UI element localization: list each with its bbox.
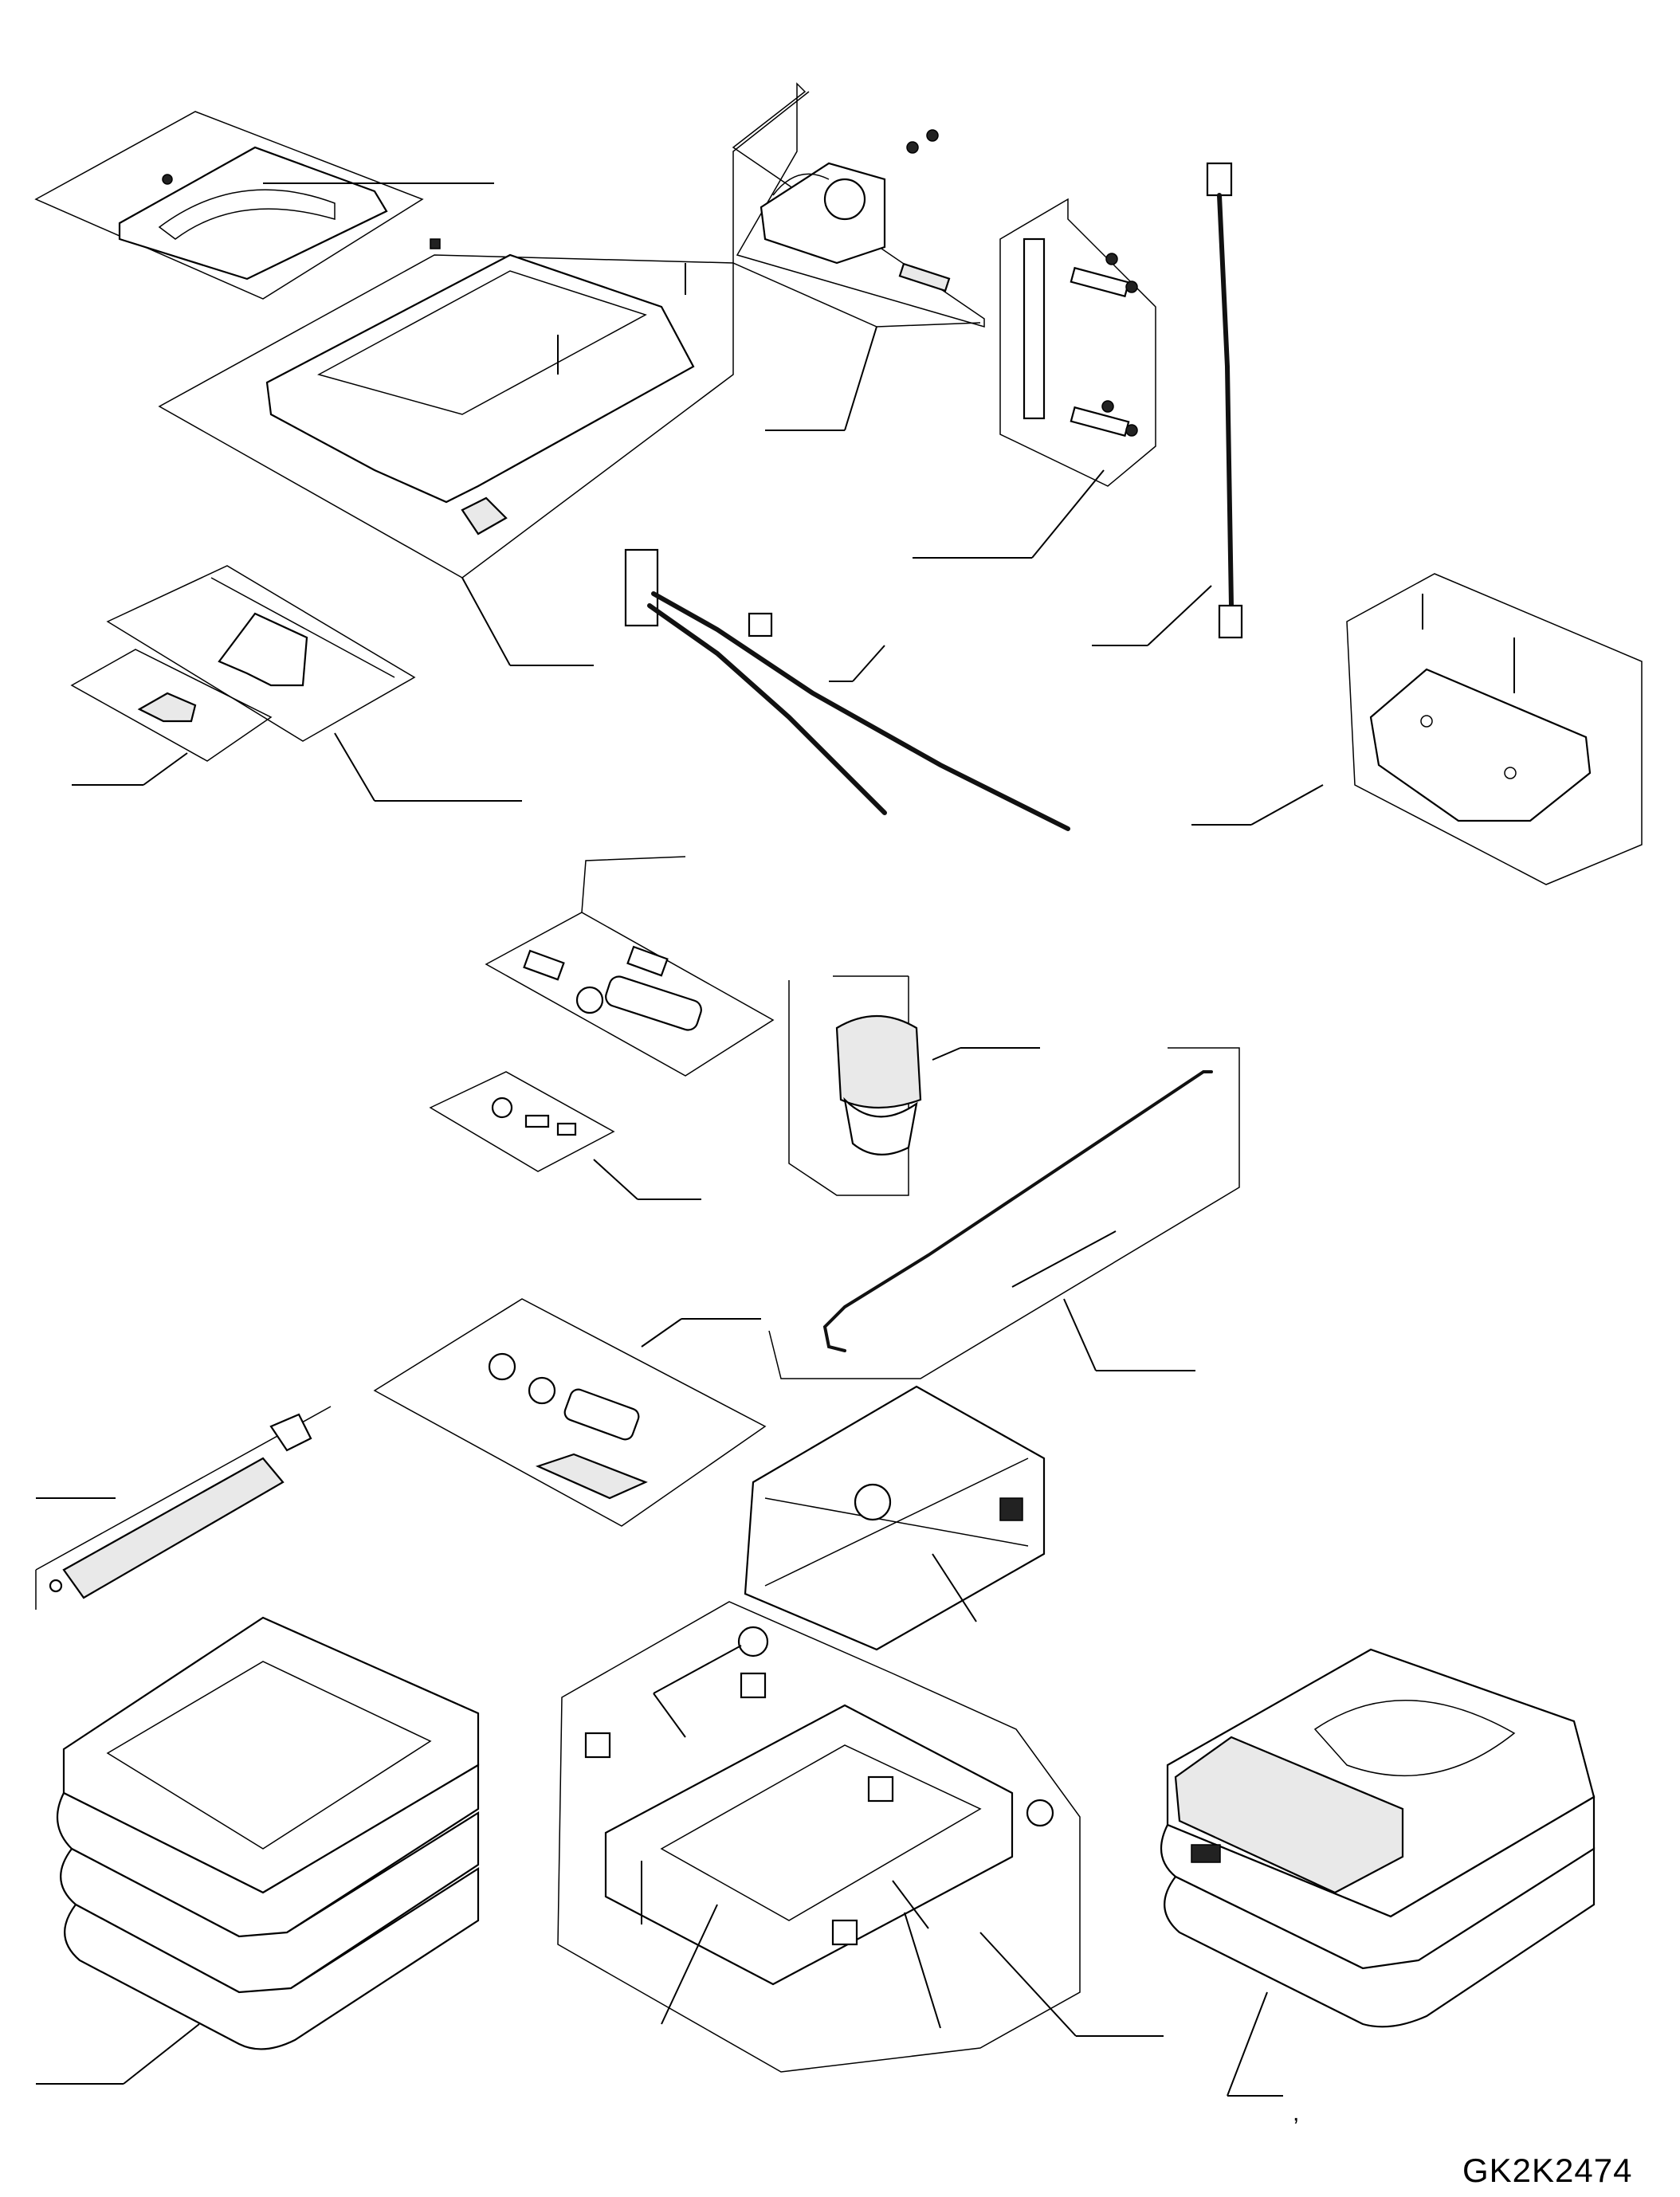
strap [1023,237,1046,420]
bellows-group [36,1616,480,2085]
group-outline [485,912,775,1077]
base-plate [604,1704,1014,1986]
small-fittings-group [429,1071,701,1200]
tick-mark: , [1293,2100,1300,2126]
group-outline [70,649,273,762]
seat-top-plate [118,146,388,281]
drawing-code: GK2K2474 [1462,2152,1633,2189]
assembled-fold-2 [1164,1846,1596,2028]
harness-connector [748,612,773,638]
scissor-frame [744,1385,1046,1651]
connector-top [1206,162,1233,197]
strap-bracket-group [913,198,1156,559]
block [867,1775,894,1803]
cable [1217,193,1234,608]
nut-icon [1125,424,1138,437]
clamp-ring [528,1376,556,1405]
group-outline [1346,573,1643,885]
block [740,1672,767,1699]
harness-branch [647,603,887,815]
base-plate-group [557,1601,1164,2073]
spring [524,1114,550,1128]
nut-icon [926,129,939,142]
seat-frame [265,253,695,504]
motor-clamp-kit-group [373,1298,767,1527]
assembled-cushion [1174,1736,1404,1894]
lever-mechanism [218,612,308,687]
control-unit-group [732,82,985,431]
pin [556,1122,577,1136]
motor-bracket [535,1453,648,1500]
nut-icon [1125,281,1138,293]
air-spring-bellows [835,1015,922,1109]
bellows-fold-3 [64,1866,480,2050]
scissor-suspension-group [744,1385,1046,1651]
damper-kit-group [485,856,775,1077]
harness-main [651,591,1070,831]
single-cable-group [1092,162,1243,646]
bushing [523,949,565,981]
bracket-upper [1070,266,1130,298]
cushion-pad-group [1191,573,1643,885]
lever-icon [1191,1844,1221,1863]
group-outline [373,1298,767,1527]
seat-frame-group [158,238,734,666]
connector-bottom [1218,604,1243,639]
nut-icon [1101,400,1114,413]
block [831,1919,858,1946]
motor [563,1388,640,1441]
control-unit [760,162,886,265]
air-spring-group [788,975,1040,1196]
bracket-lower [1070,406,1130,437]
slide-rail [62,1457,285,1599]
assembled-suspension-group [1160,1648,1596,2097]
fitting [491,1097,513,1119]
screw-icon [430,238,441,249]
seat-top-plate-group [34,111,494,300]
screw-icon [162,174,173,185]
handle-cap [137,692,197,723]
bushing [626,945,669,977]
bowden-cable [822,1070,1213,1352]
lever-handle-group [70,565,522,802]
cushion-pad [1369,668,1592,822]
harness-plug [624,548,659,627]
bracket [898,262,951,292]
group-outline [158,254,734,579]
block [584,1732,611,1759]
group-outline [429,1071,615,1172]
bushing [1026,1799,1054,1827]
wiring-harness-group [624,548,1070,831]
nut-icon [1105,253,1118,265]
bumper [999,1497,1023,1521]
bushing [737,1626,769,1658]
nut-icon [906,141,919,154]
damper [605,975,702,1031]
slide-rail-group [35,1406,332,1610]
clamp-ring [488,1352,516,1381]
group-outline [34,111,424,300]
cable-rod-group [768,1047,1240,1379]
